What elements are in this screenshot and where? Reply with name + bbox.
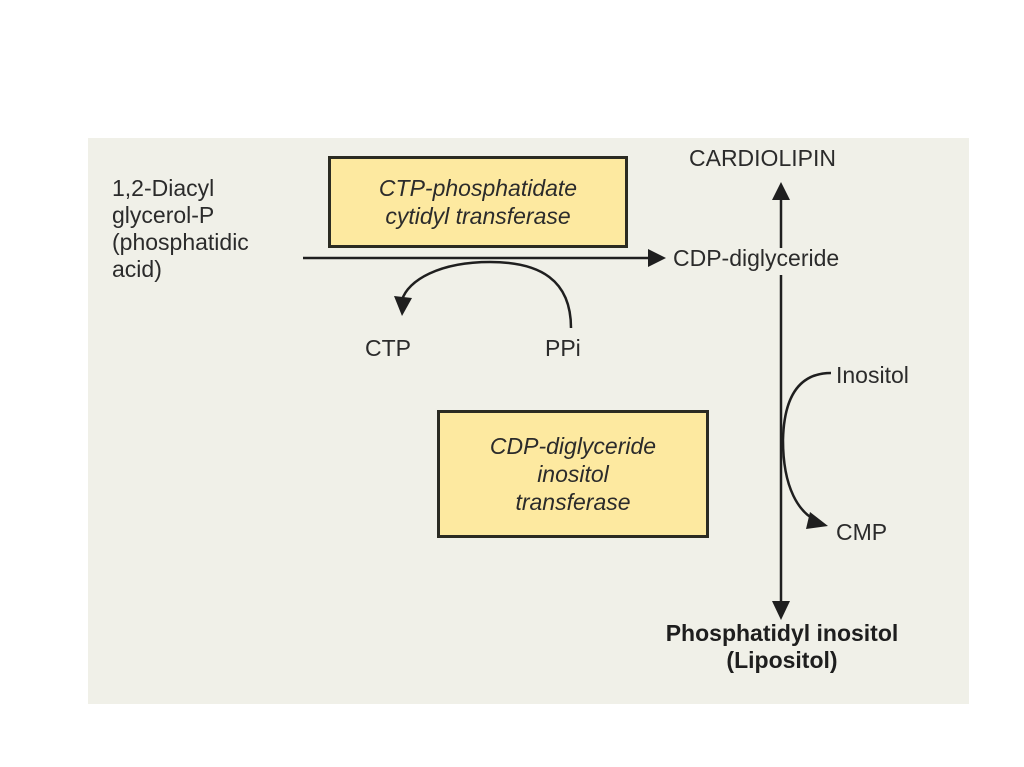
enzyme-1-line-1: CTP-phosphatidate [378, 175, 578, 201]
arrow-substrate-to-cdp-diglyceride [303, 249, 666, 267]
substrate-line-4: acid) [112, 256, 162, 282]
branch-product-cardiolipin-label: CARDIOLIPIN [689, 145, 836, 171]
final-product-line-2: (Lipositol) [726, 647, 838, 673]
cofactor-ppi-label: PPi [545, 335, 581, 361]
substrate-label: 1,2-Diacyl glycerol-P (phosphatidic acid… [112, 175, 249, 283]
arrow-inositol-to-cmp-curve [781, 371, 832, 529]
enzyme-box-cdp-diglyceride-inositol-transferase: CDP-diglyceride inositol transferase [437, 410, 709, 538]
final-product-line-1: Phosphatidyl inositol [665, 620, 899, 646]
enzyme-2-line-3: transferase [515, 489, 631, 515]
cosubstrate-inositol-label: Inositol [836, 362, 909, 388]
arrow-cdp-diglyceride-to-phosphatidyl-inositol [772, 275, 790, 620]
cofactor-ctp-label: CTP [365, 335, 411, 361]
enzyme-box-ctp-phosphatidate-cytidyl-transferase: CTP-phosphatidate cytidyl transferase [328, 156, 628, 248]
enzyme-1-line-2: cytidyl transferase [385, 203, 571, 229]
enzyme-2-line-2: inositol [537, 461, 609, 487]
coproduct-cmp-label: CMP [836, 519, 888, 545]
final-product-label: Phosphatidyl inositol (Lipositol) [639, 620, 925, 674]
enzyme-2-line-1: CDP-diglyceride [489, 433, 657, 459]
arrow-cdp-diglyceride-to-cardiolipin [772, 182, 790, 248]
substrate-line-3: (phosphatidic [112, 229, 249, 255]
arrowhead-down-icon [394, 296, 412, 316]
intermediate-cdp-diglyceride-label: CDP-diglyceride [673, 245, 840, 271]
substrate-line-2: glycerol-P [112, 202, 215, 228]
arrowhead-right-icon [806, 512, 828, 529]
arrow-ppi-to-ctp-curve [394, 260, 573, 329]
arrowhead-right-icon [648, 249, 666, 267]
substrate-line-1: 1,2-Diacyl [112, 175, 215, 201]
arrowhead-down-icon [772, 601, 790, 620]
arrowhead-up-icon [772, 182, 790, 200]
